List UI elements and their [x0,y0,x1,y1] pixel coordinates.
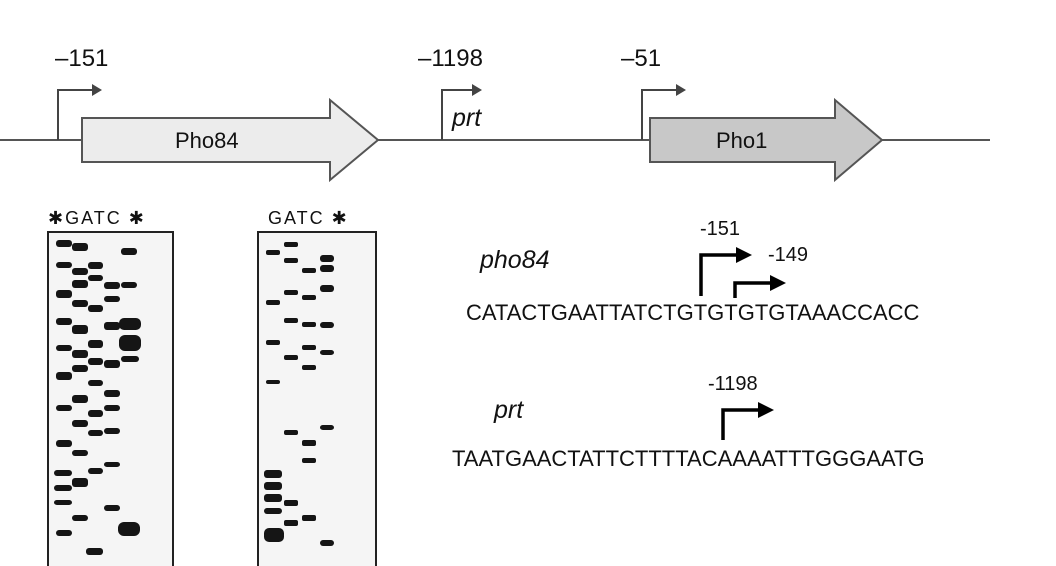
prt-tss-1198-label: -1198 [708,373,758,395]
pho84-tss-151-label: -151 [700,218,741,240]
pho1-gene-label: Pho1 [716,128,768,153]
tss-arrow-1198 [441,84,482,140]
pho84-tss-arrow-151 [699,247,752,296]
prt-tss-arrow-1198 [721,402,774,440]
prt-seq-name: prt [494,396,524,424]
pho1-gene-arrow [649,97,884,183]
tss-arrow-151 [57,84,102,140]
gel1-lane-header: ✱GATC ✱ [48,208,146,228]
pho84-sequence: CATACTGAATTATCTGTGTGTGTAAACCACC [466,300,920,325]
tss-arrow-51 [641,84,686,140]
pho84-seq-name: pho84 [480,246,550,274]
sequencing-gel-1 [47,231,174,566]
sequencing-gel-2 [257,231,377,566]
pho84-gene-arrow [81,97,380,183]
pho84-gene-label: Pho84 [175,128,239,153]
prt-map-label: prt [452,104,482,132]
position-label-151: –151 [55,45,109,72]
position-label-51: –51 [621,45,662,72]
position-label-1198: –1198 [418,45,483,72]
pho84-tss-arrow-149 [733,275,786,298]
gel2-lane-header: GATC ✱ [268,208,349,228]
pho84-tss-149-label: -149 [768,244,809,266]
prt-sequence: TAATGAACTATTCTTTTACAAAATTTGGGAATG [452,446,925,471]
